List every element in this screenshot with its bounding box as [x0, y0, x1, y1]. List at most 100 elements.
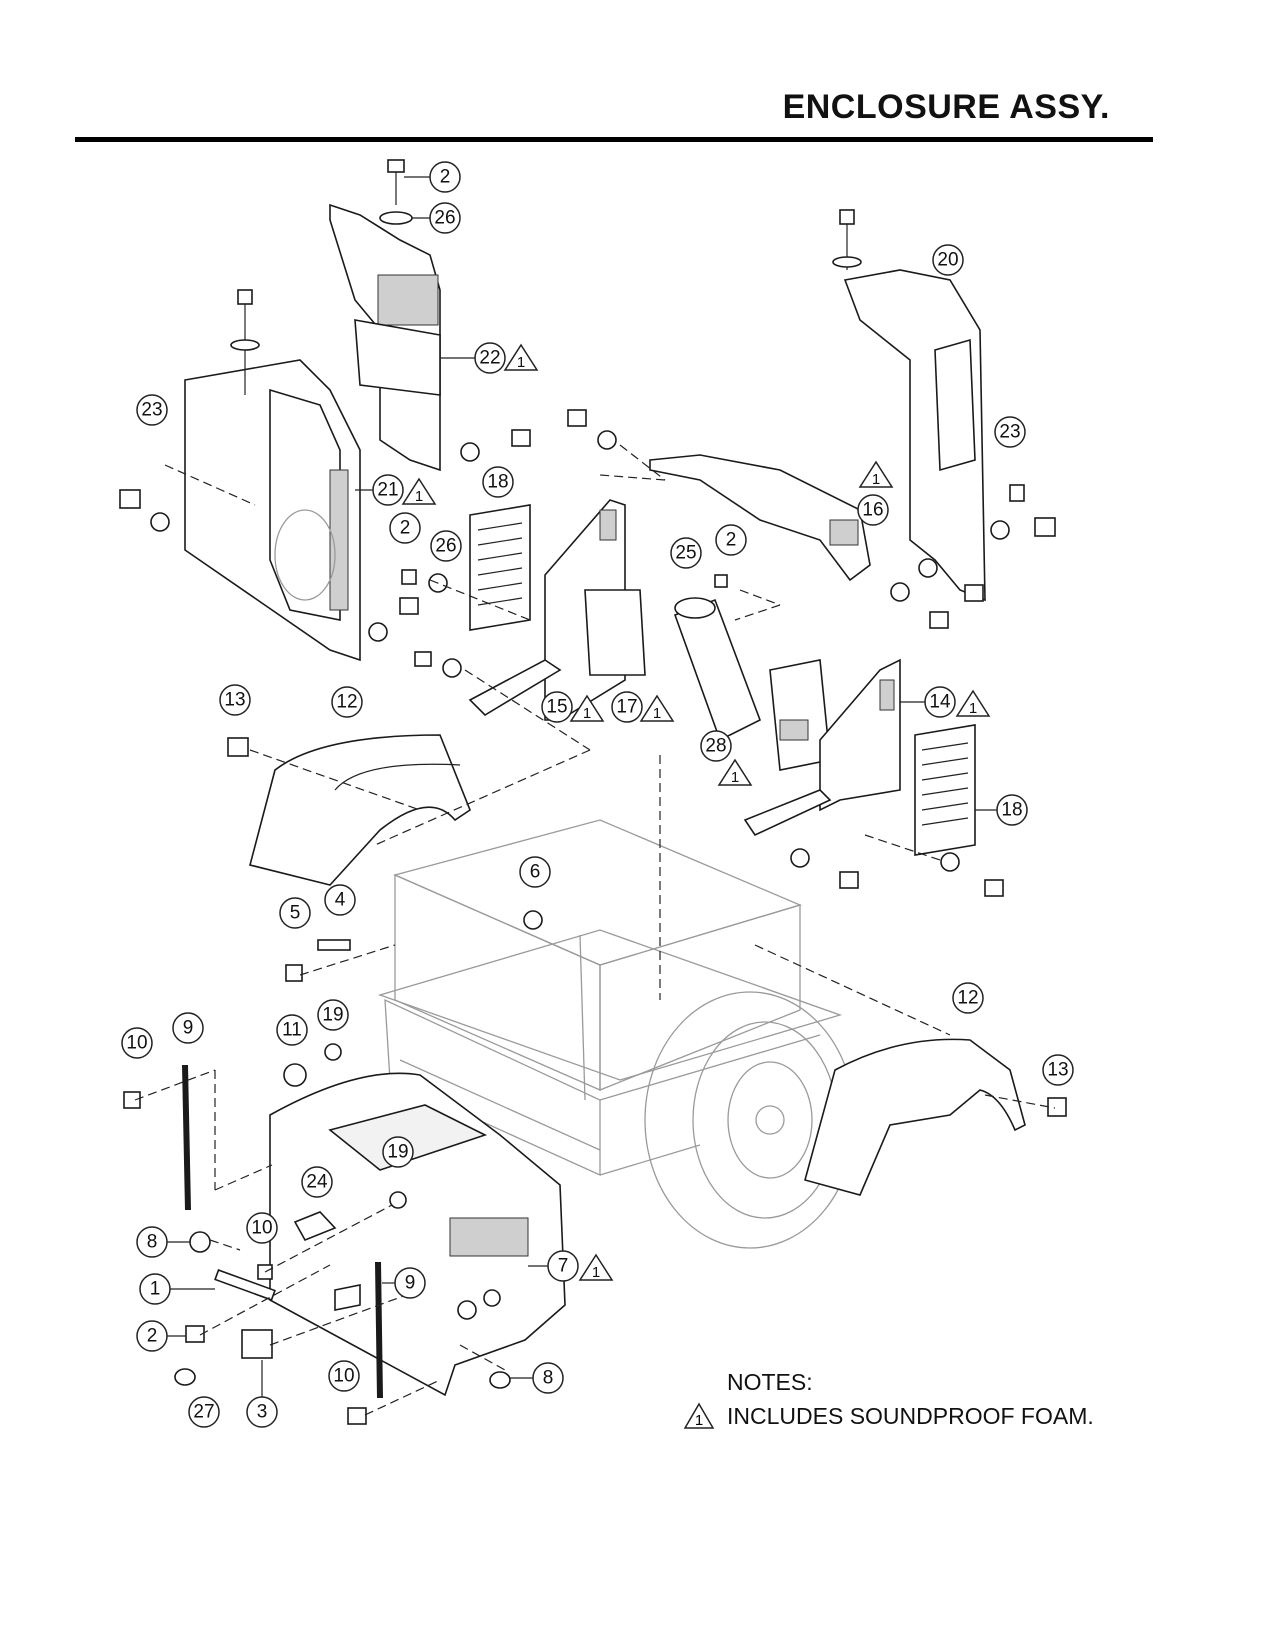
svg-text:2: 2: [147, 1326, 158, 1347]
svg-text:1: 1: [592, 1264, 600, 1281]
panel-21: [184, 289, 361, 662]
callout-19-mid: 19: [382, 1136, 414, 1168]
svg-text:20: 20: [937, 250, 958, 271]
svg-text:2: 2: [726, 530, 737, 551]
callout-18-left: 18: [482, 466, 514, 498]
callout-12-left: 12: [331, 686, 363, 718]
svg-text:25: 25: [675, 543, 696, 564]
rods-9: [182, 1064, 383, 1399]
svg-text:1: 1: [872, 471, 880, 488]
crossmember-16: [649, 454, 871, 582]
callout-27: 27: [188, 1396, 220, 1428]
title-rule: [75, 137, 1153, 142]
svg-text:12: 12: [957, 988, 978, 1009]
svg-text:23: 23: [999, 422, 1020, 443]
callout-11: 11: [276, 1014, 308, 1046]
callout-5: 5: [279, 897, 311, 929]
louver-18-right: [914, 724, 976, 856]
svg-text:21: 21: [377, 480, 398, 501]
callout-8-right: 8: [510, 1362, 564, 1394]
notes-block: NOTES: 1 INCLUDES SOUNDPROOF FOAM.: [683, 1365, 1094, 1433]
callout-25: 25: [670, 537, 702, 569]
callout-19-top: 19: [317, 999, 349, 1031]
callout-23-right: 23: [994, 416, 1026, 448]
panel-20: [832, 209, 986, 602]
svg-text:4: 4: [335, 890, 346, 911]
svg-text:1: 1: [653, 705, 661, 722]
callout-28: 28: [700, 730, 732, 762]
muffler-25: [673, 597, 762, 742]
svg-text:1: 1: [583, 705, 591, 722]
svg-text:11: 11: [282, 1020, 302, 1041]
callout-10-top: 10: [121, 1027, 153, 1059]
callout-2-mid: 2: [389, 512, 421, 544]
callout-26-top: 26: [412, 202, 461, 234]
svg-text:8: 8: [543, 1368, 554, 1389]
bolt-top-22: [379, 159, 413, 225]
callout-13-left: 13: [219, 684, 251, 716]
note-triangle-14: 1: [955, 689, 991, 717]
svg-text:1: 1: [415, 488, 423, 505]
svg-text:17: 17: [616, 697, 637, 718]
svg-text:8: 8: [147, 1232, 158, 1253]
callout-21: 21: [355, 474, 404, 506]
svg-text:10: 10: [251, 1218, 272, 1239]
svg-text:1: 1: [969, 700, 977, 717]
notes-heading: NOTES:: [727, 1369, 813, 1395]
svg-text:16: 16: [862, 500, 883, 521]
callout-12-right: 12: [952, 982, 984, 1014]
svg-text:15: 15: [546, 697, 567, 718]
callout-2-bottom: 2: [136, 1320, 186, 1352]
callout-14: 14: [900, 686, 956, 718]
svg-text:14: 14: [929, 692, 951, 713]
note-triangle-22: 1: [503, 343, 539, 371]
svg-text:27: 27: [193, 1402, 214, 1423]
callout-7: 7: [528, 1250, 579, 1282]
note-triangle-icon: 1: [683, 1402, 715, 1429]
svg-text:10: 10: [126, 1033, 147, 1054]
page-title: ENCLOSURE ASSY.: [782, 88, 1110, 126]
svg-text:1: 1: [731, 769, 739, 786]
svg-text:7: 7: [558, 1256, 569, 1277]
callout-3: 3: [246, 1360, 278, 1428]
panel-15-17: [468, 499, 646, 721]
callout-22: 22: [440, 342, 506, 374]
callout-26-mid: 26: [430, 530, 462, 562]
callout-23-left: 23: [136, 394, 168, 426]
callout-2-right: 2: [715, 524, 747, 556]
callout-2-top: 2: [404, 161, 461, 193]
callout-6: 6: [519, 856, 551, 888]
note-triangle-7: 1: [578, 1253, 614, 1281]
callout-13-right: 13: [1042, 1054, 1074, 1086]
svg-text:3: 3: [257, 1402, 268, 1423]
svg-text:23: 23: [141, 400, 162, 421]
svg-text:10: 10: [333, 1366, 354, 1387]
svg-text:9: 9: [183, 1018, 194, 1039]
svg-text:12: 12: [336, 692, 357, 713]
note-text: INCLUDES SOUNDPROOF FOAM.: [727, 1403, 1094, 1429]
front-panel-7: [269, 1072, 566, 1397]
note-triangle-21: 1: [401, 477, 437, 505]
svg-text:19: 19: [387, 1142, 408, 1163]
fender-12-left: [249, 734, 471, 886]
frame-chassis: [377, 819, 843, 1177]
note-item: 1 INCLUDES SOUNDPROOF FOAM.: [683, 1399, 1094, 1433]
callout-9-right: 9: [382, 1267, 426, 1299]
callout-8-left: 8: [136, 1226, 190, 1258]
svg-text:26: 26: [434, 208, 455, 229]
callout-10-bottom: 10: [328, 1360, 360, 1392]
callout-16: 16: [857, 494, 889, 526]
panel-22: [329, 203, 441, 472]
svg-text:6: 6: [530, 862, 541, 883]
svg-text:18: 18: [487, 472, 508, 493]
svg-text:5: 5: [290, 903, 301, 924]
callout-20: 20: [932, 244, 964, 276]
callout-24: 24: [301, 1166, 333, 1198]
callout-4: 4: [324, 884, 356, 916]
svg-text:2: 2: [400, 518, 411, 539]
svg-text:1: 1: [517, 354, 525, 371]
callout-1: 1: [139, 1273, 215, 1305]
callout-17: 17: [611, 691, 643, 723]
svg-text:13: 13: [224, 690, 245, 711]
